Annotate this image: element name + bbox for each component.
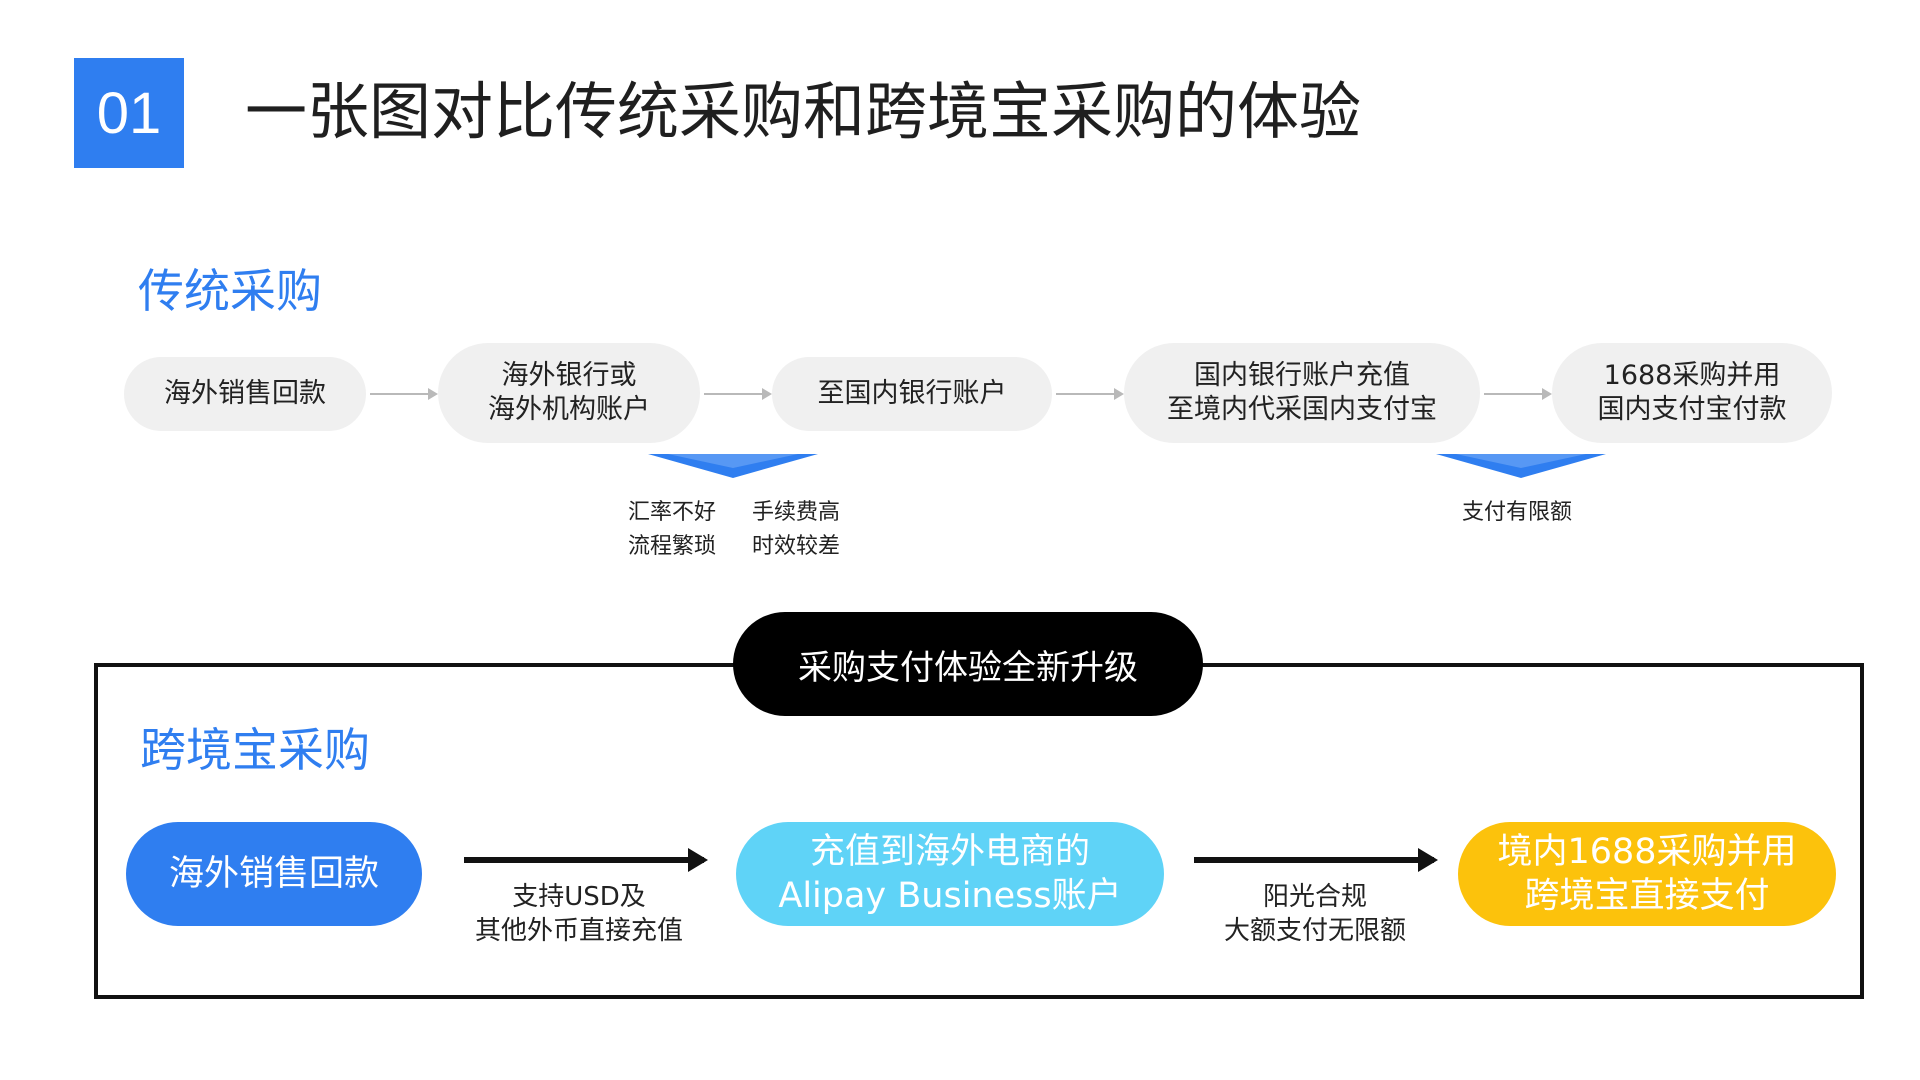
crossborder-step-2-line1: 充值到海外电商的 [809, 832, 1090, 872]
crossborder-caption-2-line2: 大额支付无限额 [1223, 916, 1406, 946]
trad-step-2: 海外银行或 海外机构账户 [438, 343, 700, 443]
pain-chevron-1-icon [648, 454, 818, 478]
crossborder-caption-1-line2: 其他外币直接充值 [474, 916, 683, 946]
trad-arrow-2 [704, 388, 772, 400]
crossborder-caption-1-line1: 支持USD及 [512, 882, 646, 912]
crossborder-caption-2: 阳光合规 大额支付无限额 [1190, 880, 1440, 948]
trad-step-5-line1: 1688采购并用 [1603, 360, 1781, 391]
trad-step-2-line1: 海外银行或 [501, 360, 637, 391]
crossborder-step-1-label: 海外销售回款 [168, 854, 379, 894]
trad-step-5-line2: 国内支付宝付款 [1597, 394, 1787, 425]
trad-step-2-line2: 海外机构账户 [488, 394, 650, 425]
traditional-section-title: 传统采购 [138, 264, 322, 318]
upgrade-banner: 采购支付体验全新升级 [733, 612, 1203, 716]
crossborder-step-3-line1: 境内1688采购并用 [1497, 832, 1797, 872]
crossborder-caption-2-line1: 阳光合规 [1262, 882, 1367, 912]
trad-step-4-line2: 至境内代采国内支付宝 [1167, 394, 1437, 425]
pain-point-exchange-rate: 汇率不好 [628, 500, 717, 525]
trad-step-3: 至国内银行账户 [772, 357, 1052, 431]
trad-arrow-4 [1484, 388, 1552, 400]
pain-point-payment-limit: 支付有限额 [1462, 500, 1573, 525]
trad-step-1: 海外销售回款 [124, 357, 366, 431]
pain-point-slow: 时效较差 [752, 534, 841, 559]
trad-step-4: 国内银行账户充值 至境内代采国内支付宝 [1124, 343, 1480, 443]
crossborder-step-2: 充值到海外电商的 Alipay Business账户 [736, 822, 1164, 926]
trad-step-4-line1: 国内银行账户充值 [1194, 360, 1410, 391]
trad-step-1-label: 海外销售回款 [164, 378, 326, 409]
trad-step-5: 1688采购并用 国内支付宝付款 [1552, 343, 1832, 443]
trad-arrow-3 [1056, 388, 1124, 400]
crossborder-caption-1: 支持USD及 其他外币直接充值 [454, 880, 704, 948]
page-title: 一张图对比传统采购和跨境宝采购的体验 [245, 75, 1362, 148]
pain-point-high-fees: 手续费高 [752, 500, 841, 525]
crossborder-arrow-1 [464, 848, 708, 872]
crossborder-step-1: 海外销售回款 [126, 822, 422, 926]
trad-step-3-label: 至国内银行账户 [817, 378, 1007, 409]
crossborder-step-2-line2: Alipay Business账户 [778, 876, 1122, 916]
crossborder-step-3-line2: 跨境宝直接支付 [1524, 876, 1770, 916]
crossborder-section-title: 跨境宝采购 [140, 723, 370, 777]
pain-chevron-2-icon [1436, 454, 1606, 478]
crossborder-step-3: 境内1688采购并用 跨境宝直接支付 [1458, 822, 1836, 926]
section-number-badge: 01 [74, 58, 184, 168]
crossborder-arrow-2 [1194, 848, 1438, 872]
trad-arrow-1 [370, 388, 438, 400]
pain-point-complex-process: 流程繁琐 [628, 534, 717, 559]
